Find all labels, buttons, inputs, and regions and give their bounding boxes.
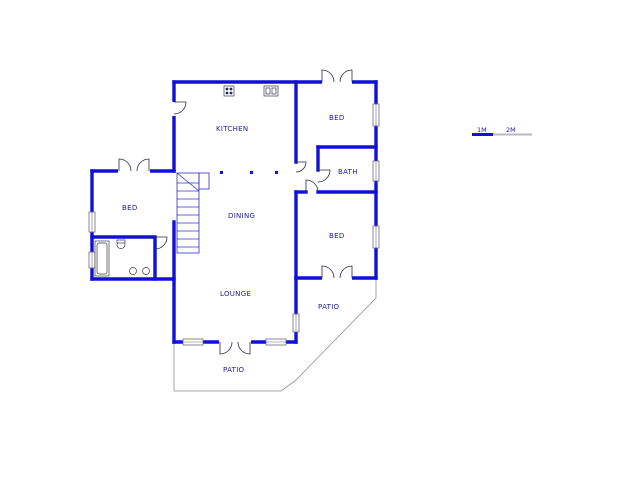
label-bed-top-right: BED [329,114,345,122]
left-bathroom-fixtures [94,239,150,277]
door-hall [295,161,307,173]
door-left-bath [154,236,168,250]
label-dining: DINING [228,212,255,220]
door-bed-mid [321,265,353,279]
basin-icon [142,267,150,275]
scale-label-2m: 2M [506,126,516,134]
staircase-outline [176,172,200,254]
label-bed-mid-right: BED [329,232,345,240]
column-marker [250,171,253,174]
basin-icon [129,267,137,275]
door-bed-top [321,69,353,83]
label-kitchen: KITCHEN [216,125,248,133]
staircase [176,172,210,254]
doors [118,69,353,355]
label-patio-right: PATIO [318,303,340,311]
door-bed-left [118,158,150,172]
scale-bar: 1M 2M [472,126,532,136]
scale-segment-dark [472,133,493,136]
door-lounge [219,341,251,355]
windows [88,103,380,346]
door-kitchen [173,101,187,115]
room-labels: KITCHEN BED BATH BED DINING BED LOUNGE P… [122,114,358,374]
door-bath [317,169,331,183]
stove-icon [223,85,235,97]
label-lounge: LOUNGE [220,290,251,298]
scale-label-1m: 1M [477,126,487,134]
kitchen-fixtures [220,85,279,174]
patio-right-outline [295,278,377,381]
column-marker [220,171,223,174]
patio-outlines [173,278,377,392]
patio-bottom-outline [173,342,297,392]
sink-icon [263,85,279,97]
scale-segment-light [493,133,532,136]
label-patio-bottom: PATIO [223,366,245,374]
label-bed-left: BED [122,204,138,212]
label-bath: BATH [338,168,358,176]
column-marker [275,171,278,174]
